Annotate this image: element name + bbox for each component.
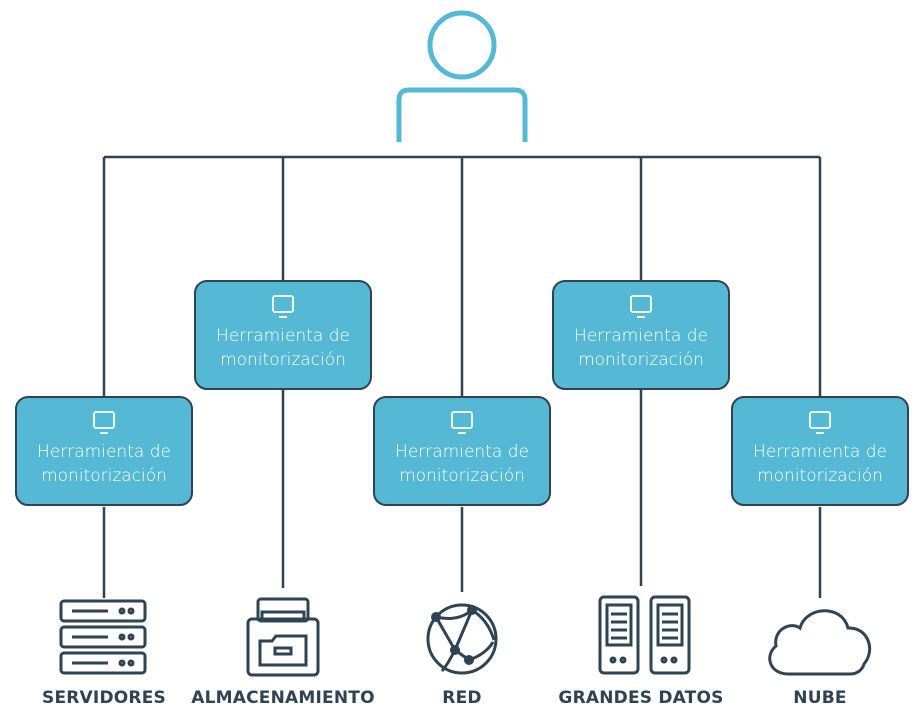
tool-label-line2: monitorización: [399, 466, 525, 486]
tool-label: Herramienta de monitorización: [17, 440, 191, 488]
monitor-icon: [630, 295, 652, 318]
tool-label-line2: monitorización: [220, 350, 346, 370]
tool-label-line1: Herramienta de: [37, 442, 171, 462]
network-nodes: [431, 605, 477, 665]
user-icon: [396, 10, 528, 142]
monitoring-tool-box-servers: Herramienta de monitorización: [15, 396, 193, 506]
tool-label: Herramienta de monitorización: [733, 440, 907, 488]
monitoring-tool-box-big-data: Herramienta de monitorización: [552, 280, 730, 390]
monitoring-tool-box-network: Herramienta de monitorización: [373, 396, 551, 506]
caption-servers: SERVIDORES: [42, 688, 166, 708]
connector-lines: [102, 155, 822, 598]
big-data-servers-icon: [598, 595, 691, 675]
caption-cloud: NUBE: [793, 688, 847, 708]
tool-label-line1: Herramienta de: [216, 326, 350, 346]
tool-label-line2: monitorización: [757, 466, 883, 486]
tool-label: Herramienta de monitorización: [196, 324, 370, 372]
monitor-icon: [93, 411, 115, 434]
storage-cabinet-icon: [246, 597, 320, 677]
caption-storage: ALMACENAMIENTO: [191, 688, 375, 708]
tool-label-line2: monitorización: [578, 350, 704, 370]
caption-network: RED: [442, 688, 482, 708]
tool-label-line1: Herramienta de: [395, 442, 529, 462]
cloud-icon: [768, 609, 871, 676]
monitor-icon: [272, 295, 294, 318]
monitoring-tool-box-cloud: Herramienta de monitorización: [731, 396, 909, 506]
caption-big-data: GRANDES DATOS: [558, 688, 724, 708]
tool-label-line1: Herramienta de: [753, 442, 887, 462]
tool-label-line2: monitorización: [41, 466, 167, 486]
tool-label-line1: Herramienta de: [574, 326, 708, 346]
server-rack-icon: [59, 599, 147, 675]
monitor-icon: [809, 411, 831, 434]
monitoring-tool-box-storage: Herramienta de monitorización: [194, 280, 372, 390]
monitor-icon: [451, 411, 473, 434]
tool-label: Herramienta de monitorización: [554, 324, 728, 372]
tool-label: Herramienta de monitorización: [375, 440, 549, 488]
